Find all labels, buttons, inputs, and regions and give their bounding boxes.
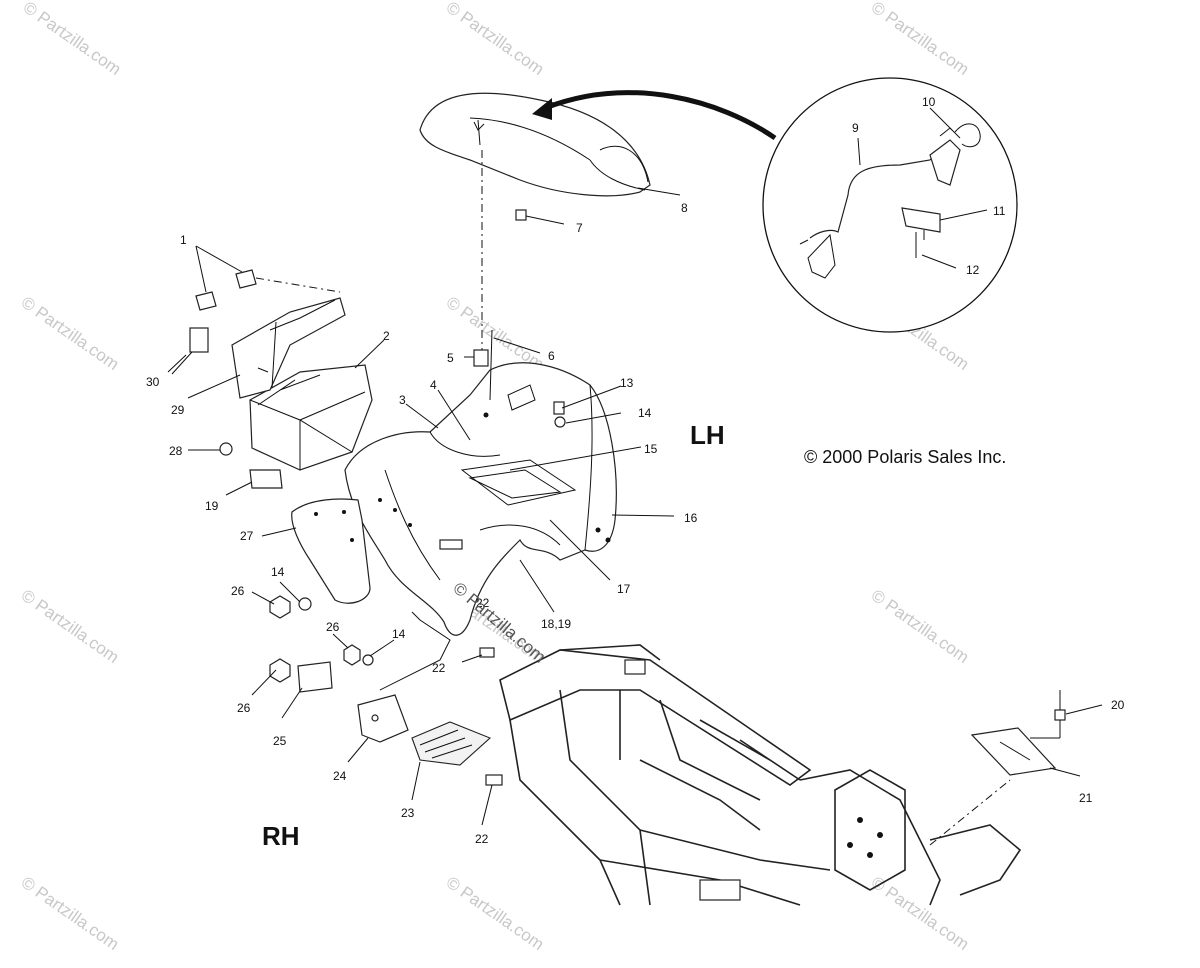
callout-22: 22	[476, 596, 490, 610]
callout-10: 10	[922, 95, 936, 109]
callout-26: 26	[237, 701, 251, 715]
block-5	[473, 349, 489, 367]
callout-9: 9	[852, 121, 859, 135]
chassis-frame	[499, 644, 1022, 906]
callout-11: 11	[993, 204, 1006, 218]
mud-flap	[291, 498, 371, 604]
watermark: © Partzilla.com	[18, 873, 123, 954]
plate-25	[297, 661, 333, 693]
rod-6	[489, 329, 493, 401]
callout-20: 20	[1111, 698, 1125, 712]
link-line	[379, 611, 451, 691]
callout-8: 8	[681, 201, 688, 215]
callout-24: 24	[333, 769, 347, 783]
callout-22: 22	[475, 832, 489, 846]
callout-2: 2	[383, 329, 390, 343]
callout-18-19: 18,19	[541, 617, 571, 631]
callout-7: 7	[576, 221, 583, 235]
callout-21: 21	[1079, 791, 1093, 805]
callout-26: 26	[326, 620, 340, 634]
callout-26: 26	[231, 584, 245, 598]
side-label-lh: LH	[690, 420, 725, 450]
callout-15: 15	[644, 442, 658, 456]
callout-17: 17	[617, 582, 631, 596]
callout-14: 14	[638, 406, 652, 420]
nuts-26-14	[269, 595, 374, 683]
rear-fender	[344, 362, 617, 636]
storage-lid	[231, 297, 346, 399]
watermark: © Partzilla.com	[443, 293, 548, 374]
plate-21	[970, 727, 1057, 776]
callout-6: 6	[548, 349, 555, 363]
bolt-7	[515, 209, 565, 225]
leader-lines	[171, 107, 1103, 826]
callout-14: 14	[271, 565, 285, 579]
watermark: © Partzilla.com	[20, 0, 125, 79]
copyright-text: © 2000 Polaris Sales Inc.	[804, 447, 1006, 467]
bolt-22-lower	[485, 774, 503, 786]
clips-1	[195, 269, 341, 311]
watermark: © Partzilla.com	[868, 0, 973, 79]
callout-23: 23	[401, 806, 415, 820]
callout-5: 5	[447, 351, 454, 365]
storage-box	[249, 364, 373, 471]
callout-29: 29	[171, 403, 185, 417]
watermark: © Partzilla.com	[868, 873, 973, 954]
centerline-plate	[929, 779, 1011, 846]
callout-numbers: 1 2 3 4 5 6 7 8 9 10 11 12 13 14 14 14 1…	[146, 95, 1125, 846]
watermark: © Partzilla.com	[18, 293, 123, 374]
watermark: © Partzilla.com	[18, 586, 123, 667]
seat-part	[419, 92, 651, 197]
arrow-head	[532, 98, 552, 120]
callout-22: 22	[432, 661, 446, 675]
bolt-13	[553, 401, 566, 428]
detail-arrow	[544, 90, 777, 141]
watermark: © Partzilla.com	[443, 0, 548, 79]
bolt-22-upper	[439, 539, 463, 550]
side-label-rh: RH	[262, 821, 300, 851]
callout-13: 13	[620, 376, 634, 390]
callout-16: 16	[684, 511, 698, 525]
decal-19	[249, 469, 283, 489]
bolt-20	[1030, 690, 1066, 739]
callout-28: 28	[169, 444, 183, 458]
callout-3: 3	[399, 393, 406, 407]
bolt-22-mid	[479, 647, 495, 658]
bracket-24	[357, 694, 409, 743]
callout-27: 27	[240, 529, 254, 543]
watermark: © Partzilla.com	[443, 873, 548, 954]
callout-30: 30	[146, 375, 160, 389]
callout-1: 1	[180, 233, 187, 247]
watermark: © Partzilla.com	[868, 586, 973, 667]
callout-12: 12	[966, 263, 980, 277]
callout-19: 19	[205, 499, 219, 513]
clip-30	[167, 327, 209, 373]
callout-4: 4	[430, 378, 437, 392]
callout-25: 25	[273, 734, 287, 748]
nut-28	[219, 442, 233, 456]
callout-14: 14	[392, 627, 406, 641]
detail-inset	[762, 77, 1018, 333]
footrest-23	[411, 721, 492, 766]
